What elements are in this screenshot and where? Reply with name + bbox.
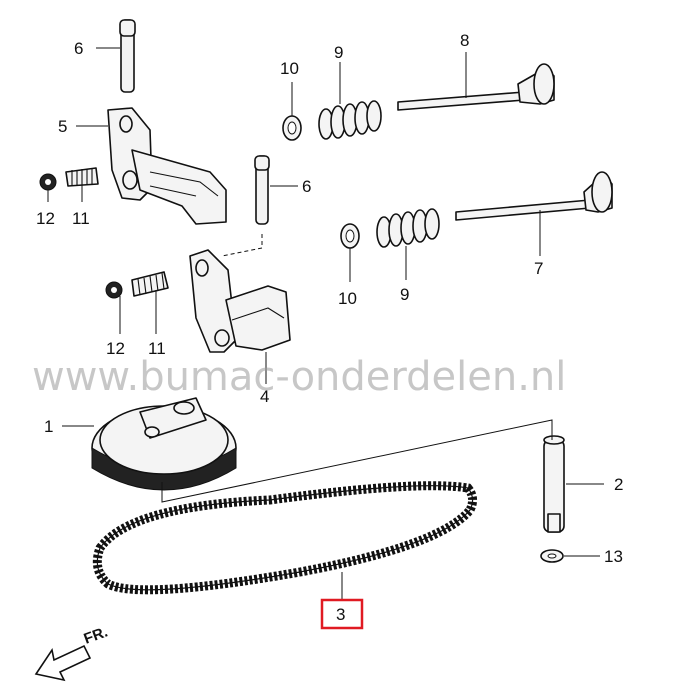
- front-direction-arrow: FR.: [34, 624, 111, 682]
- callout-7: 7: [534, 259, 543, 278]
- lock-nut-lower: [105, 281, 123, 299]
- rocker-arm-upper: [107, 107, 227, 225]
- callout-2: 2: [614, 475, 623, 494]
- watermark: www.bumac-onderdelen.nl: [32, 354, 566, 400]
- rocker-pin-lower: [254, 155, 270, 225]
- callout-10-upper: 10: [280, 59, 299, 78]
- callout-labels: 6 5 12 11 10 9 8 6 10 9 7 12 11 4 1 2 13…: [36, 31, 623, 630]
- callout-12-lower: 12: [106, 339, 125, 358]
- valve-cotter-lower: [340, 223, 360, 249]
- leader-lines: [47, 47, 604, 600]
- callout-11-upper: 11: [72, 209, 90, 228]
- valve-upper: [397, 63, 555, 111]
- callout-6-lower: 6: [302, 177, 311, 196]
- valve-cotter-upper: [282, 115, 302, 141]
- callout-9-lower: 9: [400, 285, 409, 304]
- rocker-pin-upper: [119, 19, 136, 93]
- callout-4: 4: [260, 387, 269, 406]
- callout-10-lower: 10: [338, 289, 357, 308]
- adjusting-screw-upper: [65, 167, 99, 187]
- callout-1: 1: [44, 417, 53, 436]
- rocker-arm-lower: [189, 249, 291, 353]
- timing-belt: [92, 481, 478, 595]
- tensioner-pin: [543, 435, 565, 533]
- adjusting-screw-lower: [131, 271, 169, 297]
- valve-spring-upper: [318, 100, 382, 140]
- callout-11-lower: 11: [148, 339, 166, 358]
- callout-12-upper: 12: [36, 209, 55, 228]
- washer: [540, 549, 564, 563]
- highlight-box: [320, 598, 364, 630]
- lock-nut-upper: [39, 173, 57, 191]
- callout-13: 13: [604, 547, 623, 566]
- callout-5: 5: [58, 117, 67, 136]
- callout-9-upper: 9: [334, 43, 343, 62]
- valve-lower: [455, 171, 613, 221]
- callout-6-upper: 6: [74, 39, 83, 58]
- front-label: FR.: [82, 624, 111, 648]
- valve-spring-lower: [376, 208, 440, 248]
- callout-3: 3: [336, 605, 345, 624]
- callout-8: 8: [460, 31, 469, 50]
- camshaft-pulley: [91, 397, 237, 491]
